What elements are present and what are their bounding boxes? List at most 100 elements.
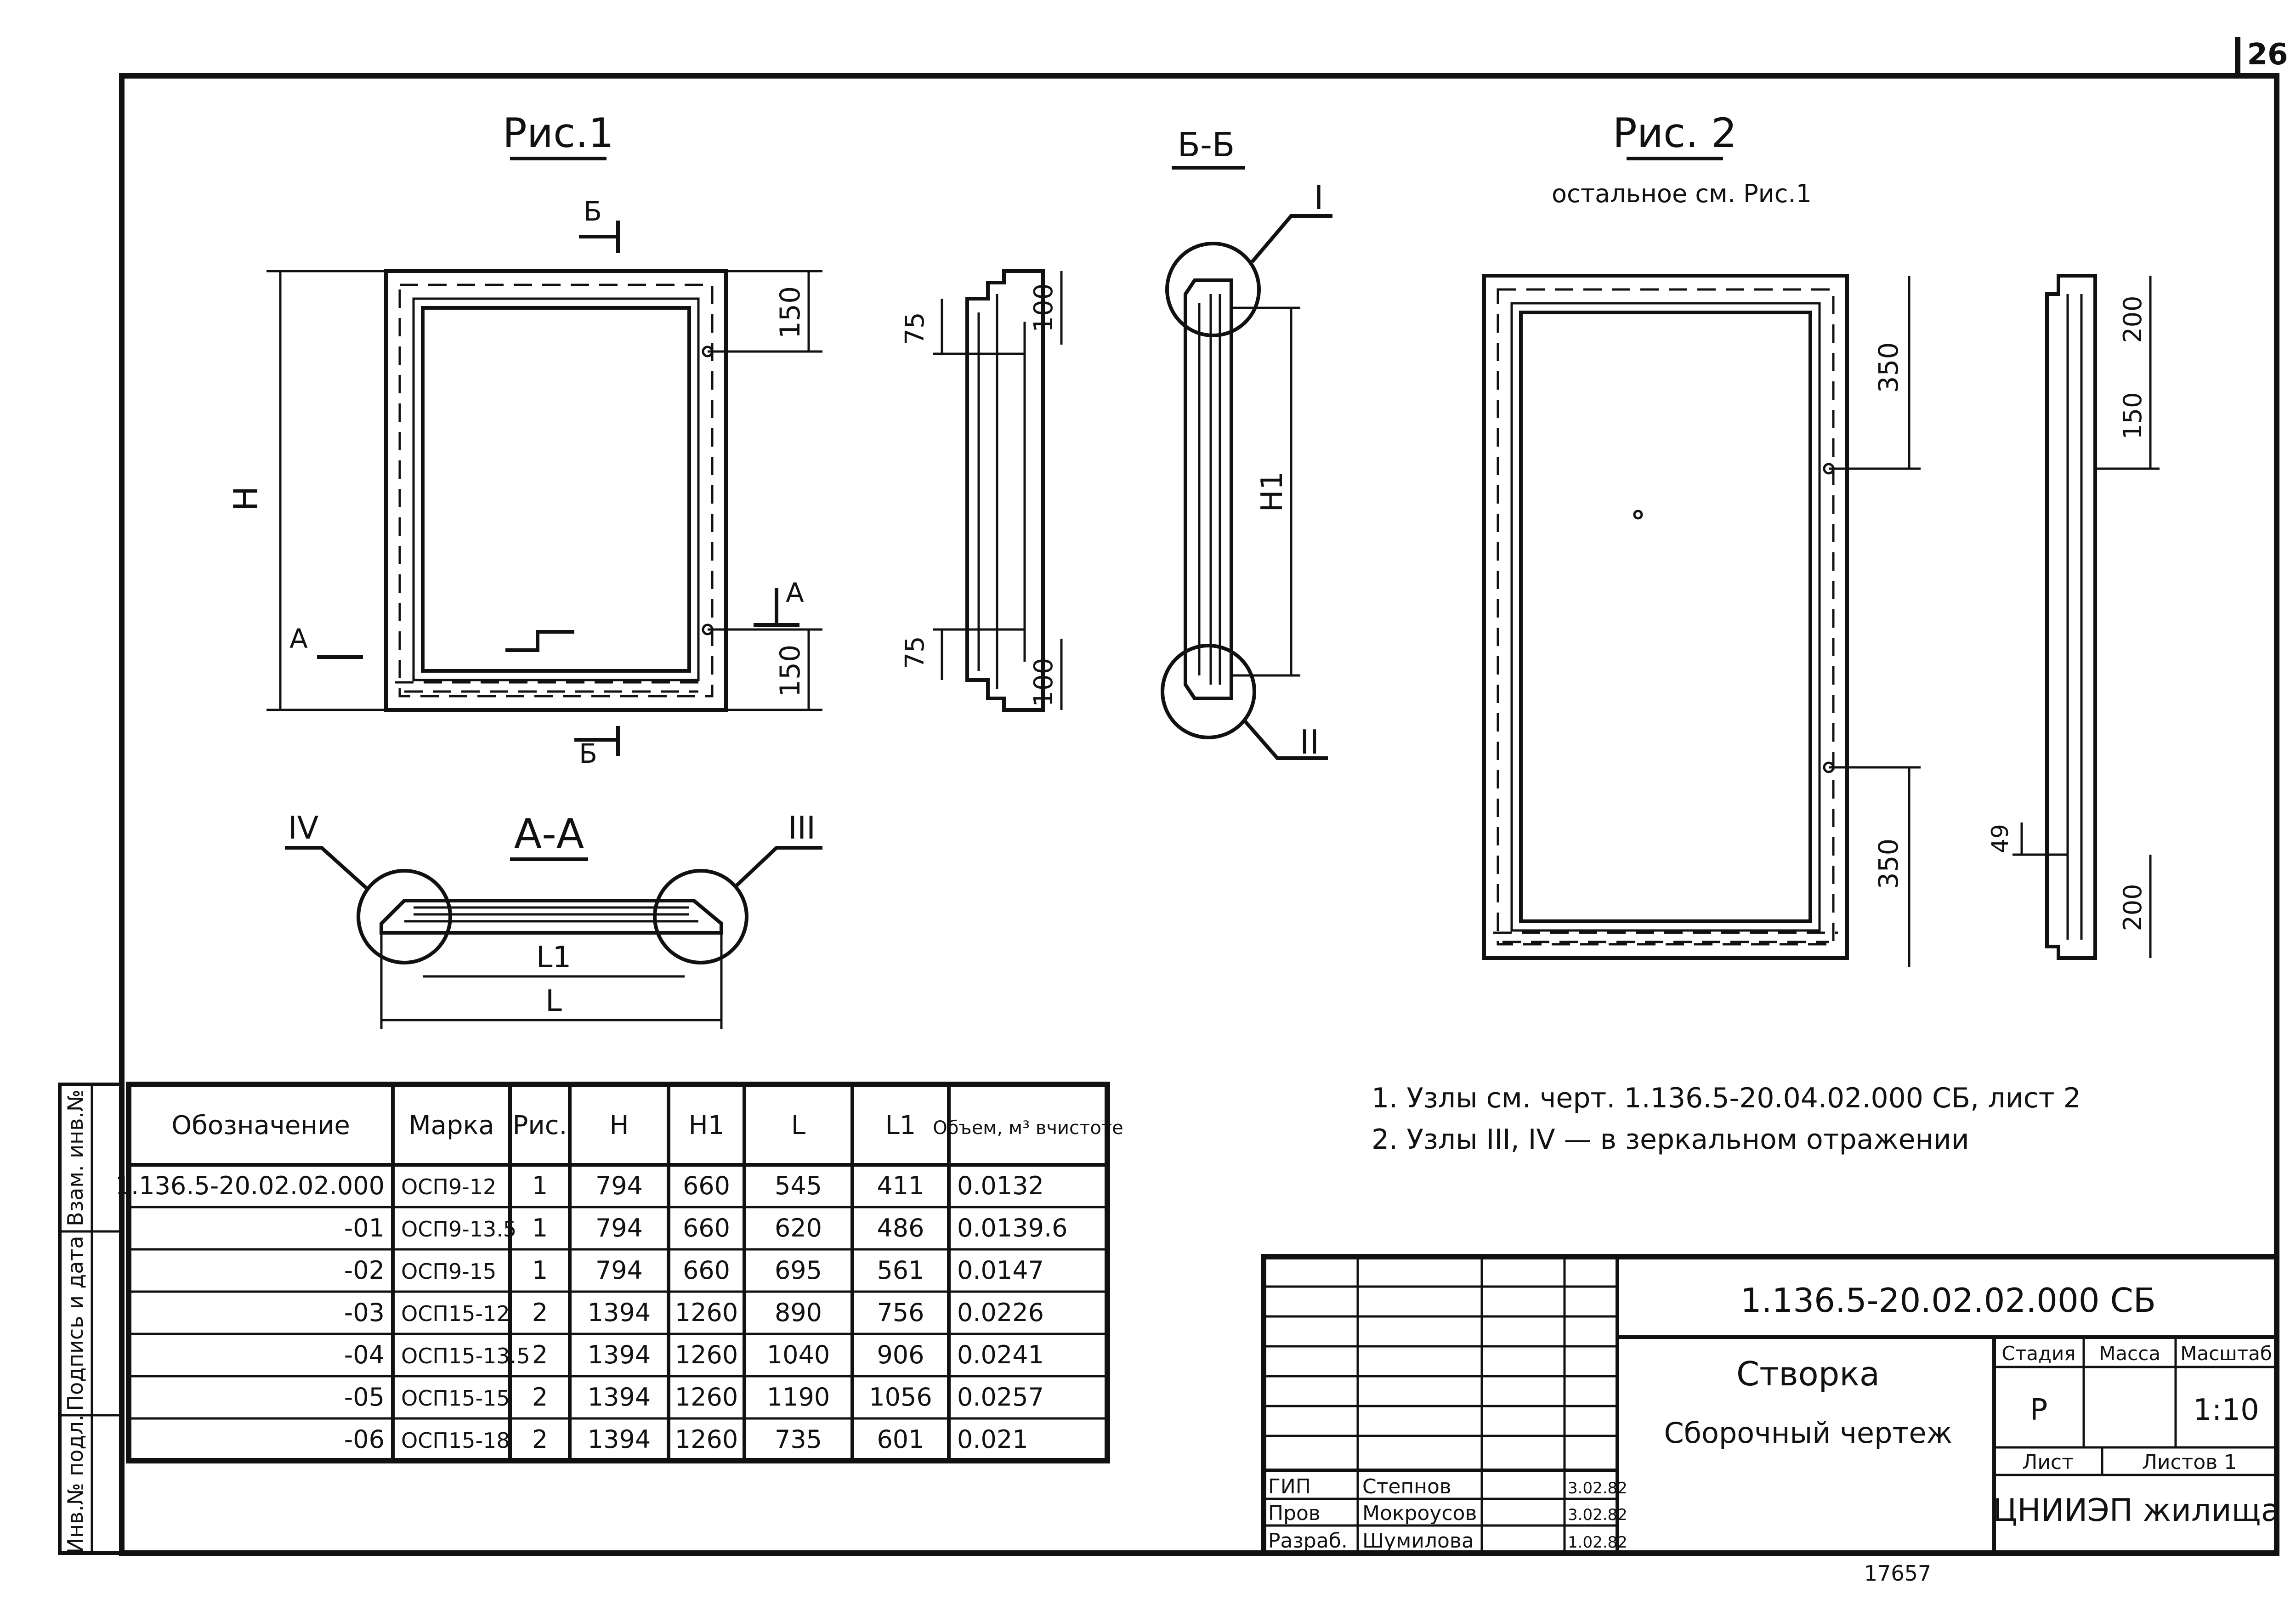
node-III-circle xyxy=(653,869,748,964)
spec-cell: 1040 xyxy=(767,1340,830,1369)
tb-sheets-label: Листов 1 xyxy=(2142,1451,2237,1474)
fig2-side-dim200-bot-text: 200 xyxy=(2118,884,2147,931)
spec-cell: 0.021 xyxy=(957,1425,1028,1454)
fig1-side-dim100-bot-text: 100 xyxy=(1029,658,1059,707)
spec-cell: 890 xyxy=(775,1298,822,1327)
spec-cell: 1394 xyxy=(588,1425,651,1454)
spec-cell: 561 xyxy=(877,1256,924,1285)
fig2-hinge-bot xyxy=(1823,761,1835,773)
section-aa-profile xyxy=(380,899,723,935)
spec-cell: -01 xyxy=(344,1214,385,1242)
fig1-marker-b-bot: Б xyxy=(579,738,597,769)
sheet-border xyxy=(119,73,2279,1556)
fig1-label-H: H xyxy=(227,486,265,511)
spec-cell: -02 xyxy=(344,1256,385,1285)
fig2-dashed-frame xyxy=(1497,288,1835,946)
fig1-dashed-frame xyxy=(398,284,714,698)
spec-cell: ОСП9-13.5 xyxy=(401,1217,516,1242)
spec-cell: 1260 xyxy=(675,1383,738,1412)
fig2-outer-frame xyxy=(1482,274,1849,960)
tb-signer-role: Пров xyxy=(1268,1502,1321,1525)
tb-signer-name: Шумилова xyxy=(1362,1529,1474,1553)
spec-cell: 0.0226 xyxy=(957,1298,1044,1327)
spec-cell: 1 xyxy=(532,1171,548,1200)
spec-cell: 0.0147 xyxy=(957,1256,1044,1285)
tb-sheet-label: Лист xyxy=(2022,1451,2074,1474)
fig1-dim150-bot: 150 xyxy=(774,645,806,698)
spec-cell: 1056 xyxy=(869,1383,932,1412)
bottom-code: 17657 xyxy=(1864,1561,1931,1586)
node-IV-circle xyxy=(357,869,452,964)
fig1-glass-inner xyxy=(421,306,691,673)
spec-cell: 1260 xyxy=(675,1340,738,1369)
spec-cell: -03 xyxy=(344,1298,385,1327)
tb-stage-label: Стадия xyxy=(2001,1342,2075,1365)
spec-cell: 1260 xyxy=(675,1425,738,1454)
spec-cell: 411 xyxy=(877,1171,924,1200)
tb-scale-label: Масштаб xyxy=(2180,1342,2272,1365)
spec-cell: 756 xyxy=(877,1298,924,1327)
section-aa-label-L1: L1 xyxy=(536,941,571,975)
fig2-note: остальное см. Рис.1 xyxy=(1552,179,1812,208)
spec-cell: 1190 xyxy=(767,1383,830,1412)
spec-cell: ОСП15-15 xyxy=(401,1386,510,1411)
spec-cell: 1 xyxy=(532,1214,548,1242)
fig2-side-dim200-top-text: 200 xyxy=(2118,295,2147,343)
title-block: 1.136.5-20.02.02.000 СБ Створка Сборочны… xyxy=(1261,1254,2280,1556)
node-II-label: II xyxy=(1300,723,1319,761)
fig2-glass-inner xyxy=(1519,311,1812,923)
spec-cell: 735 xyxy=(775,1425,822,1454)
node-II-leader xyxy=(1243,720,1328,760)
section-bb-label-H1: H1 xyxy=(1255,471,1289,512)
spec-header-cell: Обозначение xyxy=(171,1111,350,1140)
spec-cell: 794 xyxy=(595,1171,643,1200)
tb-org: ЦНИИЭП жилища xyxy=(1993,1492,2280,1529)
note-2: 2. Узлы III, IV — в зеркальном отражении xyxy=(1372,1123,1969,1156)
side-stamp-sign: Подпись и дата xyxy=(63,1236,88,1411)
spec-cell: 660 xyxy=(683,1256,730,1285)
fig1-side-dim100-top-text: 100 xyxy=(1029,284,1059,333)
node-I-leader xyxy=(1250,214,1332,263)
tb-title-line1: Створка xyxy=(1736,1355,1880,1393)
spec-cell: 2 xyxy=(532,1383,548,1412)
spec-cell: 2 xyxy=(532,1298,548,1327)
fig1-side-dim75-bot-text: 75 xyxy=(900,636,930,669)
tb-stage-value: Р xyxy=(2030,1393,2048,1427)
tb-signer-date: 1.02.82 xyxy=(1568,1533,1627,1552)
fig1-side-profile xyxy=(965,269,1045,712)
node-I-circle xyxy=(1165,242,1261,337)
fig2-dim350-top: 350 xyxy=(1873,342,1904,393)
fig1-marker-a-right: А xyxy=(786,577,804,608)
spec-cell: 0.0241 xyxy=(957,1340,1044,1369)
spec-cell: 906 xyxy=(877,1340,924,1369)
tb-scale-value: 1:10 xyxy=(2193,1393,2259,1427)
section-bb-profile xyxy=(1184,278,1233,700)
tb-signer-date: 3.02.82 xyxy=(1568,1479,1627,1497)
spec-cell: -05 xyxy=(344,1383,385,1412)
note-1: 1. Узлы см. черт. 1.136.5-20.04.02.000 С… xyxy=(1372,1082,2081,1114)
fig1-marker-a-left: А xyxy=(289,623,308,654)
fig1-hinge-top xyxy=(702,346,714,357)
node-IV-label: IV xyxy=(288,810,319,846)
tb-signer-name: Мокроусов xyxy=(1362,1502,1477,1525)
spec-cell: 1394 xyxy=(588,1340,651,1369)
spec-header-cell: L1 xyxy=(885,1111,916,1140)
tb-doc-code: 1.136.5-20.02.02.000 СБ xyxy=(1740,1281,2156,1320)
spec-header-cell: Марка xyxy=(408,1111,494,1140)
fig1-side-dim75-top-text: 75 xyxy=(900,312,930,345)
spec-cell: 1.136.5-20.02.02.000 xyxy=(115,1171,385,1200)
section-aa-label-L: L xyxy=(545,984,562,1018)
node-II-circle xyxy=(1161,644,1256,739)
side-stamp-replace: Взам. инв.№ xyxy=(63,1089,88,1226)
spec-cell: 794 xyxy=(595,1214,643,1242)
fig1-marker-b-top: Б xyxy=(584,196,602,227)
spec-cell: ОСП15-18 xyxy=(401,1428,510,1453)
spec-cell: 2 xyxy=(532,1425,548,1454)
node-I-label: I xyxy=(1314,178,1323,217)
fig1-glass-outer xyxy=(412,297,700,681)
spec-cell: 0.0257 xyxy=(957,1383,1044,1412)
spec-cell: 1394 xyxy=(588,1298,651,1327)
spec-cell: 0.0132 xyxy=(957,1171,1044,1200)
tb-mass-label: Масса xyxy=(2099,1342,2160,1365)
